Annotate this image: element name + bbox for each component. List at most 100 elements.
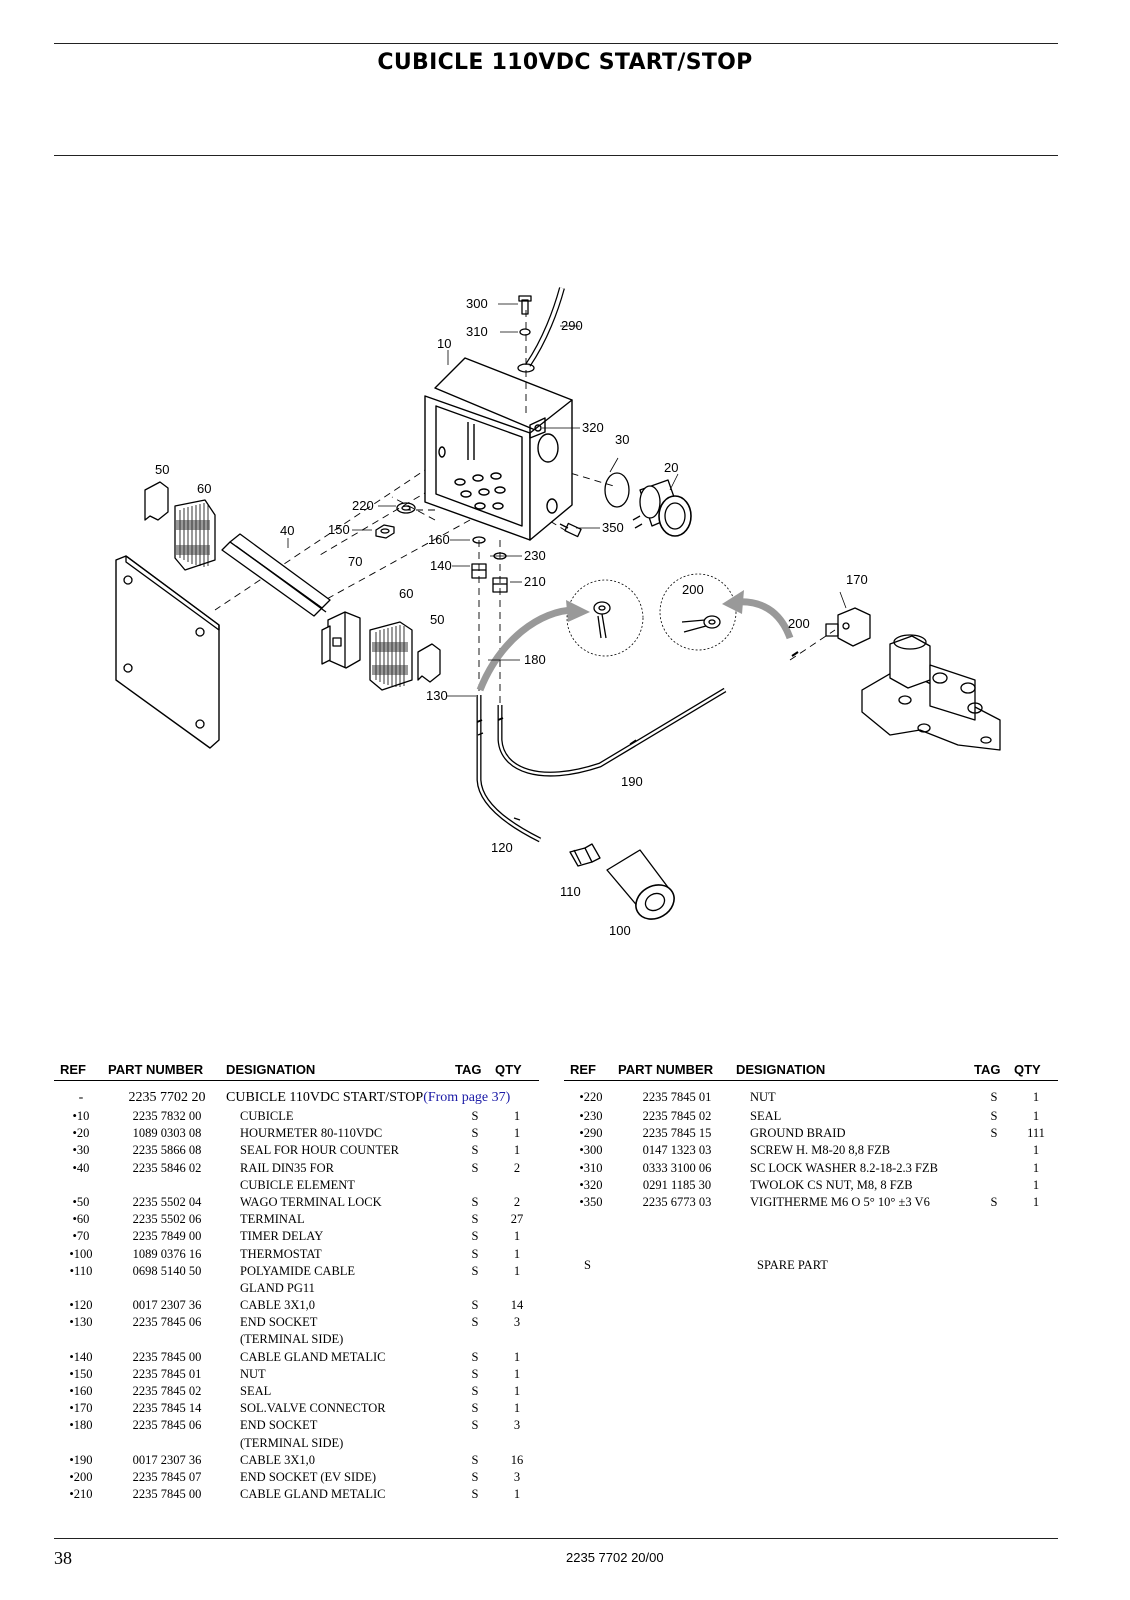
timer-delay-70 bbox=[321, 611, 361, 669]
row-designation: SOL.VALVE CONNECTOR bbox=[240, 1401, 386, 1416]
cable-120 bbox=[476, 695, 542, 843]
col-designation: DESIGNATION bbox=[226, 1062, 455, 1081]
row-ref: •60 bbox=[72, 1212, 90, 1227]
row-qty: 1 bbox=[1032, 1177, 1040, 1192]
row-part-number bbox=[108, 1435, 226, 1452]
row-part-number: 1089 0303 08 bbox=[132, 1126, 202, 1141]
col-tag: TAG bbox=[455, 1062, 495, 1081]
doc-number: 2235 7702 20/00 bbox=[566, 1550, 664, 1565]
table-header-row: REF PART NUMBER DESIGNATION TAG QTY bbox=[54, 1062, 539, 1081]
row-designation: SEAL bbox=[240, 1384, 272, 1398]
label-60-left: 60 bbox=[197, 481, 211, 496]
row-designation: NUT bbox=[750, 1090, 776, 1104]
row-part-number: 0147 1323 03 bbox=[642, 1143, 712, 1158]
row-tag: S bbox=[471, 1160, 479, 1175]
row-ref bbox=[54, 1280, 108, 1297]
wago-lock-left bbox=[144, 481, 169, 521]
row-ref: •220 bbox=[579, 1090, 603, 1104]
row-part-number: 2235 7845 02 bbox=[642, 1109, 712, 1123]
thermostat-100 bbox=[606, 849, 675, 920]
label-120: 120 bbox=[491, 840, 513, 855]
row-tag: S bbox=[471, 1384, 479, 1398]
row-designation: SC LOCK WASHER 8.2-18-2.3 FZB bbox=[750, 1160, 938, 1175]
row-designation: CUBICLE ELEMENT bbox=[240, 1177, 355, 1192]
row-tag: S bbox=[471, 1366, 479, 1381]
main-ref: - bbox=[78, 1090, 84, 1105]
label-40: 40 bbox=[280, 523, 294, 538]
main-designation: CUBICLE 110VDC START/STOP bbox=[226, 1090, 424, 1105]
row-designation: THERMOSTAT bbox=[240, 1246, 322, 1261]
row-part-number bbox=[108, 1177, 226, 1194]
row-ref: •200 bbox=[69, 1469, 93, 1484]
row-designation: GROUND BRAID bbox=[750, 1126, 846, 1141]
row-part-number: 2235 5502 06 bbox=[132, 1212, 202, 1227]
row-qty: 1 bbox=[1032, 1090, 1040, 1104]
header-rule bbox=[54, 155, 1058, 156]
col-ref: REF bbox=[54, 1062, 108, 1081]
row-tag: S bbox=[471, 1109, 479, 1123]
valve-connector-170 bbox=[825, 607, 871, 647]
row-tag bbox=[974, 1142, 1014, 1159]
row-part-number: 2235 7845 07 bbox=[132, 1469, 202, 1484]
row-designation: GLAND PG11 bbox=[240, 1280, 315, 1295]
parts-table-left-body: - 2235 7702 20 CUBICLE 110VDC START/STOP… bbox=[54, 1081, 539, 1504]
row-qty: 1 bbox=[513, 1366, 521, 1381]
row-tag: S bbox=[471, 1246, 479, 1261]
row-ref: •320 bbox=[579, 1177, 603, 1192]
label-290: 290 bbox=[561, 318, 583, 333]
exploded-diagram: 300 310 290 10 320 30 20 50 60 220 150 4… bbox=[0, 160, 1130, 1020]
cable-190 bbox=[497, 687, 727, 777]
row-ref: •130 bbox=[69, 1315, 93, 1330]
col-ref: REF bbox=[564, 1062, 618, 1081]
row-designation: CABLE GLAND METALIC bbox=[240, 1349, 386, 1364]
row-part-number: 0698 5140 50 bbox=[132, 1263, 202, 1278]
row-designation: SCREW H. M8-20 8,8 FZB bbox=[750, 1143, 891, 1158]
terminal-block-left bbox=[174, 499, 216, 571]
table-header-row: REF PART NUMBER DESIGNATION TAG QTY bbox=[564, 1062, 1058, 1081]
row-tag: S bbox=[471, 1263, 479, 1278]
seal-ring-30 bbox=[604, 472, 630, 508]
row-qty: 1 bbox=[513, 1229, 521, 1244]
row-ref: •190 bbox=[69, 1452, 93, 1467]
row-qty: 1 bbox=[513, 1487, 521, 1502]
row-qty: 1 bbox=[1032, 1143, 1040, 1158]
row-ref: •120 bbox=[69, 1298, 93, 1313]
from-page-link[interactable]: (From page 37) bbox=[423, 1090, 511, 1105]
label-10: 10 bbox=[437, 336, 451, 351]
end-socket-terminal-side bbox=[593, 601, 611, 639]
row-ref: •170 bbox=[69, 1401, 93, 1416]
row-tag: S bbox=[471, 1418, 479, 1433]
row-part-number: 2235 7849 00 bbox=[132, 1229, 202, 1244]
label-60-right: 60 bbox=[399, 586, 413, 601]
diagram-svg: 300 310 290 10 320 30 20 50 60 220 150 4… bbox=[115, 287, 1001, 938]
row-designation: (TERMINAL SIDE) bbox=[240, 1332, 344, 1347]
row-part-number: 2235 7832 00 bbox=[132, 1109, 202, 1123]
row-designation: CABLE 3X1,0 bbox=[240, 1298, 315, 1313]
row-part-number: 2235 7845 06 bbox=[132, 1315, 202, 1330]
row-part-number: 2235 5502 04 bbox=[132, 1194, 202, 1209]
leader-lines bbox=[287, 303, 847, 697]
parts-table-right: REF PART NUMBER DESIGNATION TAG QTY •220… bbox=[564, 1062, 1058, 1211]
washer-220 bbox=[396, 502, 416, 514]
label-70: 70 bbox=[348, 554, 362, 569]
parts-table-left: REF PART NUMBER DESIGNATION TAG QTY - 22… bbox=[54, 1062, 539, 1503]
row-qty: 1 bbox=[513, 1109, 521, 1123]
row-part-number: 2235 7845 02 bbox=[132, 1384, 202, 1398]
row-tag: S bbox=[471, 1349, 479, 1364]
row-ref: •110 bbox=[69, 1263, 93, 1278]
row-qty: 1 bbox=[513, 1143, 521, 1158]
label-200: 200 bbox=[788, 616, 810, 631]
main-assembly-row: - 2235 7702 20 CUBICLE 110VDC START/STOP… bbox=[54, 1081, 539, 1109]
row-ref: •100 bbox=[69, 1246, 93, 1261]
nut-150 bbox=[375, 524, 395, 539]
row-tag: S bbox=[471, 1298, 479, 1313]
